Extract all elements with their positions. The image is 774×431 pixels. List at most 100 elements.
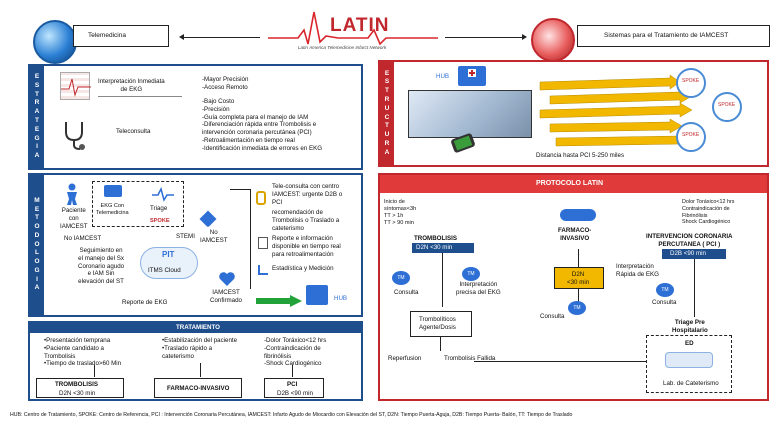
protocolo-title: PROTOCOLO LATIN (536, 180, 604, 187)
spoke-hub-icon (560, 209, 596, 221)
tm-icon-4: TM (656, 283, 674, 297)
interp-ekg-label: Interpretación precisa del EKG (456, 281, 501, 296)
heart-pulse-icon (219, 272, 235, 286)
reporte-info-label: Reporte e información disponible en tiem… (272, 235, 341, 258)
ekg-tele-label: EKG Con Telemedicina (96, 203, 129, 216)
recomendacion-label: recomendación de Trombolisis o Traslado … (272, 209, 340, 232)
farmaco-box: FARMACO-INVASIVO (154, 378, 242, 398)
no-iamcest-center: No IAMCEST (200, 229, 228, 244)
ekg-logo-line (268, 11, 438, 46)
seguimiento-label: Seguimiento en el manejo del Sx Coronari… (78, 247, 125, 285)
itms-cloud-label: ITMS Cloud (148, 267, 181, 274)
col2-arrow (200, 363, 201, 377)
spoke-dashed-box (92, 181, 184, 227)
d2n-bar: D2N <30 min (412, 243, 474, 253)
lab-box: ED Lab. de Cateterismo (646, 335, 732, 393)
tele-urgente-label: Tele-consulta con centro IAMCEST: urgent… (272, 183, 343, 206)
logo-title: LATIN (330, 15, 390, 36)
ekg-chart-icon (60, 72, 91, 100)
trombolisis-sub: D2N <30 min (59, 390, 96, 397)
sistemas-label: Sistemas para el Tratamiento de IAMCEST (604, 32, 729, 39)
tm-icon-2: TM (462, 267, 480, 281)
interp-rapida-label: Interpretación Rápida de EKG (616, 263, 659, 278)
reperfusion-label: Reperfusion (388, 355, 422, 362)
consulta3-label: Consulta (652, 299, 677, 306)
connector-vert (250, 189, 251, 289)
spoke-label-2: SPOKE (718, 102, 736, 108)
farmaco-down (578, 249, 579, 267)
farmaco-down-2 (578, 289, 579, 303)
itpit-label: PIT (162, 250, 175, 259)
stats-chart-icon (258, 265, 268, 275)
fallida-label: Trombolisis Fallida (444, 355, 496, 362)
stemi-label: STEMI (176, 233, 195, 240)
no-iamcest-left: No IAMCEST (64, 235, 102, 242)
dolor-label: Dolor Toráxico<12 hrs Contraindicación d… (682, 199, 735, 226)
tratamiento-title: TRATAMIENTO (176, 324, 220, 331)
connector-horz (230, 189, 250, 190)
tm-icon-1: TM (392, 271, 410, 285)
telemedicina-label: Telemedicina (88, 32, 126, 39)
trombolisis-down (442, 253, 443, 307)
patient-icon (67, 183, 77, 205)
distance-label: Distancia hasta PCI 5-250 miles (536, 152, 625, 159)
header-arrow-left (182, 37, 260, 38)
protocolo-title-bar: PROTOCOLO LATIN (380, 175, 767, 193)
green-arrow (256, 295, 302, 307)
col1-arrow (94, 365, 95, 377)
reporte-ekg-label: Reporte de EKG (122, 299, 168, 306)
farmaco-label: FARMACO-INVASIVO (167, 385, 230, 392)
iamcest-confirmado: IAMCEST Confirmado (210, 289, 242, 304)
tratamiento-col2: •Estabilización del paciente •Traslado r… (162, 337, 238, 360)
sistemas-box: Sistemas para el Tratamiento de IAMCEST (577, 25, 770, 47)
fallida-line (474, 361, 674, 362)
spoke-label-3: SPOKE (682, 132, 700, 138)
lab-label: Lab. de Cateterismo (663, 380, 719, 387)
footer-legend: HUB: Centro de Tratamiento, SPOKE: Centr… (10, 412, 573, 418)
tromboliticos-box: Trombolíticos Agente/Dosis (410, 311, 472, 337)
pci-label: PCI (287, 381, 298, 388)
d2n30b-label: D2N <30 min (567, 271, 590, 286)
ekg-interpretation-label: Interpretación Inmediata de EKG (98, 78, 165, 93)
arrowhead-right-icon (522, 34, 527, 40)
spoke-label-1: SPOKE (682, 78, 700, 84)
consulta2-label: Consulta (540, 313, 565, 320)
paciente-label: Paciente con IAMCEST (60, 207, 88, 230)
trombolisis-label: TROMBOLISIS (55, 381, 98, 388)
globe-icon (33, 20, 77, 64)
spoke-node-2 (712, 92, 742, 122)
pci-sub: D2B <90 min (277, 390, 313, 397)
protocolo-trombolisis: TROMBOLISIS (414, 235, 457, 242)
ekg-points: -Mayor Precisión -Acceso Remoto (202, 76, 249, 91)
triage-label: Triage (150, 205, 168, 212)
spoke-node-3 (676, 122, 706, 152)
phone-icon (256, 191, 266, 205)
trombolisis-box: TROMBOLISIS D2N <30 min (36, 378, 124, 398)
metodologia-hub-label: HUB (334, 295, 348, 302)
d2n-farmaco-box: D2N <30 min (554, 267, 604, 289)
d2b90-label: D2B <90 min (670, 250, 706, 257)
tratamiento-title-bar: TRATAMIENTO (30, 323, 361, 333)
reperfusion-line (440, 337, 441, 351)
tm-icon-3: TM (568, 301, 586, 315)
telemedicina-box: Telemedicina (73, 25, 169, 47)
header-arrow-right (445, 37, 523, 38)
tm-consulta-1: Consulta (394, 289, 419, 296)
pci-down (694, 259, 695, 317)
tratamiento-col3: -Dolor Toráxico<12 hrs -Contraindicación… (264, 337, 327, 368)
triage-pulse-icon (152, 186, 174, 202)
triage-pre-label: Triage Pre Hospitalario (672, 319, 708, 334)
ekg-divider (98, 96, 182, 97)
ambulance-ed-icon (665, 352, 713, 368)
tratamiento-col1: •Presentación temprana •Paciente candida… (44, 337, 122, 368)
cloud-icon (140, 247, 198, 279)
heart-icon (199, 210, 217, 228)
pci-box: PCI D2B <90 min (264, 378, 324, 398)
teleconsulta-points: -Bajo Costo -Precisión -Guía completa pa… (202, 98, 323, 152)
network-globe-icon (531, 18, 575, 62)
hub-hospital-icon (306, 285, 328, 305)
